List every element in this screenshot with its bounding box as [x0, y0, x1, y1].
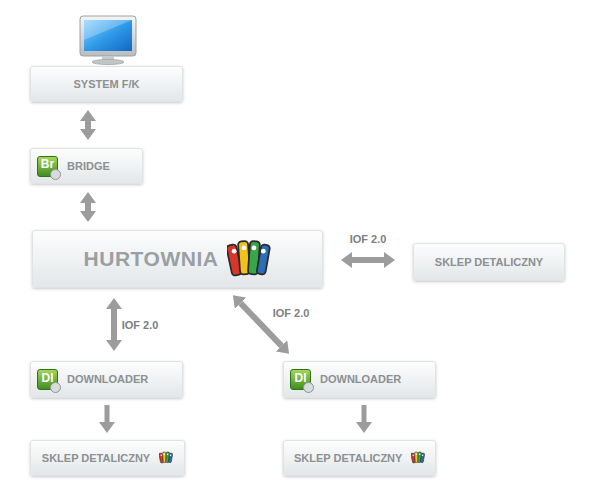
- monitor-icon: [80, 16, 136, 65]
- logo-dot: [252, 246, 257, 251]
- downloader-box: Dl DOWNLOADER: [283, 361, 436, 398]
- edge-label: IOF 2.0: [120, 319, 161, 331]
- node-label: SYSTEM F/K: [73, 78, 139, 90]
- logo-dot: [170, 455, 172, 457]
- connector-arrow: [352, 257, 384, 263]
- warehouse-box: HURTOWNIA: [32, 230, 323, 288]
- downloader-box: Dl DOWNLOADER: [30, 361, 183, 398]
- node-label: SKLEP DETALICZNY: [435, 256, 543, 268]
- logo-dot: [422, 455, 424, 457]
- logo-dot: [161, 455, 163, 457]
- connector-arrow: [105, 405, 110, 422]
- logo-icon: [227, 238, 271, 280]
- app-icon-text: Dl: [37, 369, 58, 390]
- logo-part: [257, 244, 271, 275]
- node-label: SKLEP DETALICZNY: [294, 452, 402, 464]
- node-label: SKLEP DETALICZNY: [42, 452, 150, 464]
- app-icon-text: Br: [37, 156, 58, 177]
- retail-shop-box: SKLEP DETALICZNY: [413, 243, 565, 281]
- node-label: HURTOWNIA: [84, 247, 219, 270]
- connector-arrow: [362, 405, 367, 422]
- app-icon-text: Dl: [290, 369, 311, 390]
- logo-icon: [159, 451, 173, 464]
- logo-dot: [232, 249, 237, 254]
- logo-dot: [242, 246, 247, 251]
- logo-dot: [164, 454, 166, 456]
- node-label: DOWNLOADER: [67, 373, 148, 385]
- retail-shop-box: SKLEP DETALICZNY: [283, 440, 436, 476]
- logo-dot: [167, 454, 169, 456]
- connector-arrow: [111, 309, 117, 340]
- logo-part: [421, 453, 425, 463]
- connector-arrow: [85, 121, 91, 129]
- edge-label: IOF 2.0: [348, 233, 389, 245]
- logo-dot: [419, 454, 421, 456]
- system-box: SYSTEM F/K: [30, 66, 183, 102]
- logo-part: [169, 453, 173, 463]
- retail-shop-box: SKLEP DETALICZNY: [30, 440, 185, 476]
- node-label: BRIDGE: [67, 160, 110, 172]
- connector-arrow: [85, 203, 91, 211]
- bridge-box: Br BRIDGE: [30, 148, 143, 184]
- logo-dot: [413, 455, 415, 457]
- logo-dot: [261, 249, 266, 254]
- logo-dot: [416, 454, 418, 456]
- edge-label: IOF 2.0: [271, 307, 312, 319]
- node-label: DOWNLOADER: [320, 373, 401, 385]
- logo-icon: [411, 451, 425, 464]
